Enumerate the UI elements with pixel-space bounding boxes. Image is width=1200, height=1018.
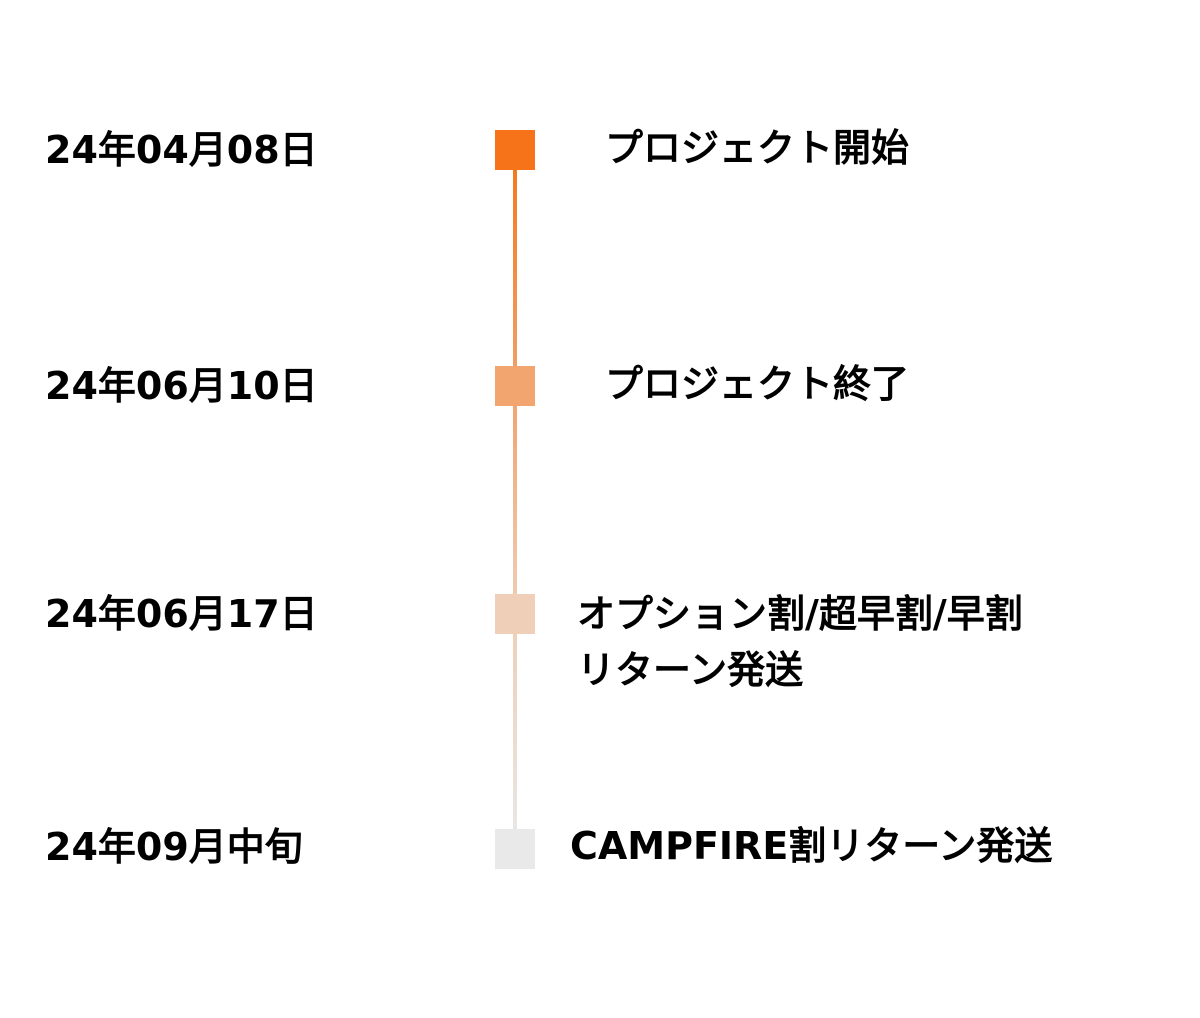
event-text: オプション割/超早割/早割: [577, 592, 1023, 636]
timeline-event: プロジェクト開始: [605, 120, 909, 176]
event-text: CAMPFIRE割リターン発送: [570, 824, 1053, 868]
timeline-date: 24年04月08日: [45, 128, 318, 172]
timeline-date: 24年09月中旬: [45, 825, 303, 869]
timeline-marker: [495, 594, 535, 634]
timeline-line: [513, 170, 517, 830]
timeline-event: プロジェクト終了: [605, 356, 909, 412]
timeline-event: オプション割/超早割/早割 リターン発送: [577, 586, 1023, 698]
timeline-marker: [495, 130, 535, 170]
event-text: リターン発送: [577, 648, 804, 692]
timeline-event: CAMPFIRE割リターン発送: [570, 818, 1052, 874]
timeline-date: 24年06月10日: [45, 364, 318, 408]
timeline-marker: [495, 829, 535, 869]
event-text: プロジェクト開始: [605, 126, 910, 170]
timeline-date: 24年06月17日: [45, 592, 318, 636]
timeline-marker: [495, 366, 535, 406]
event-text: プロジェクト終了: [605, 362, 910, 406]
